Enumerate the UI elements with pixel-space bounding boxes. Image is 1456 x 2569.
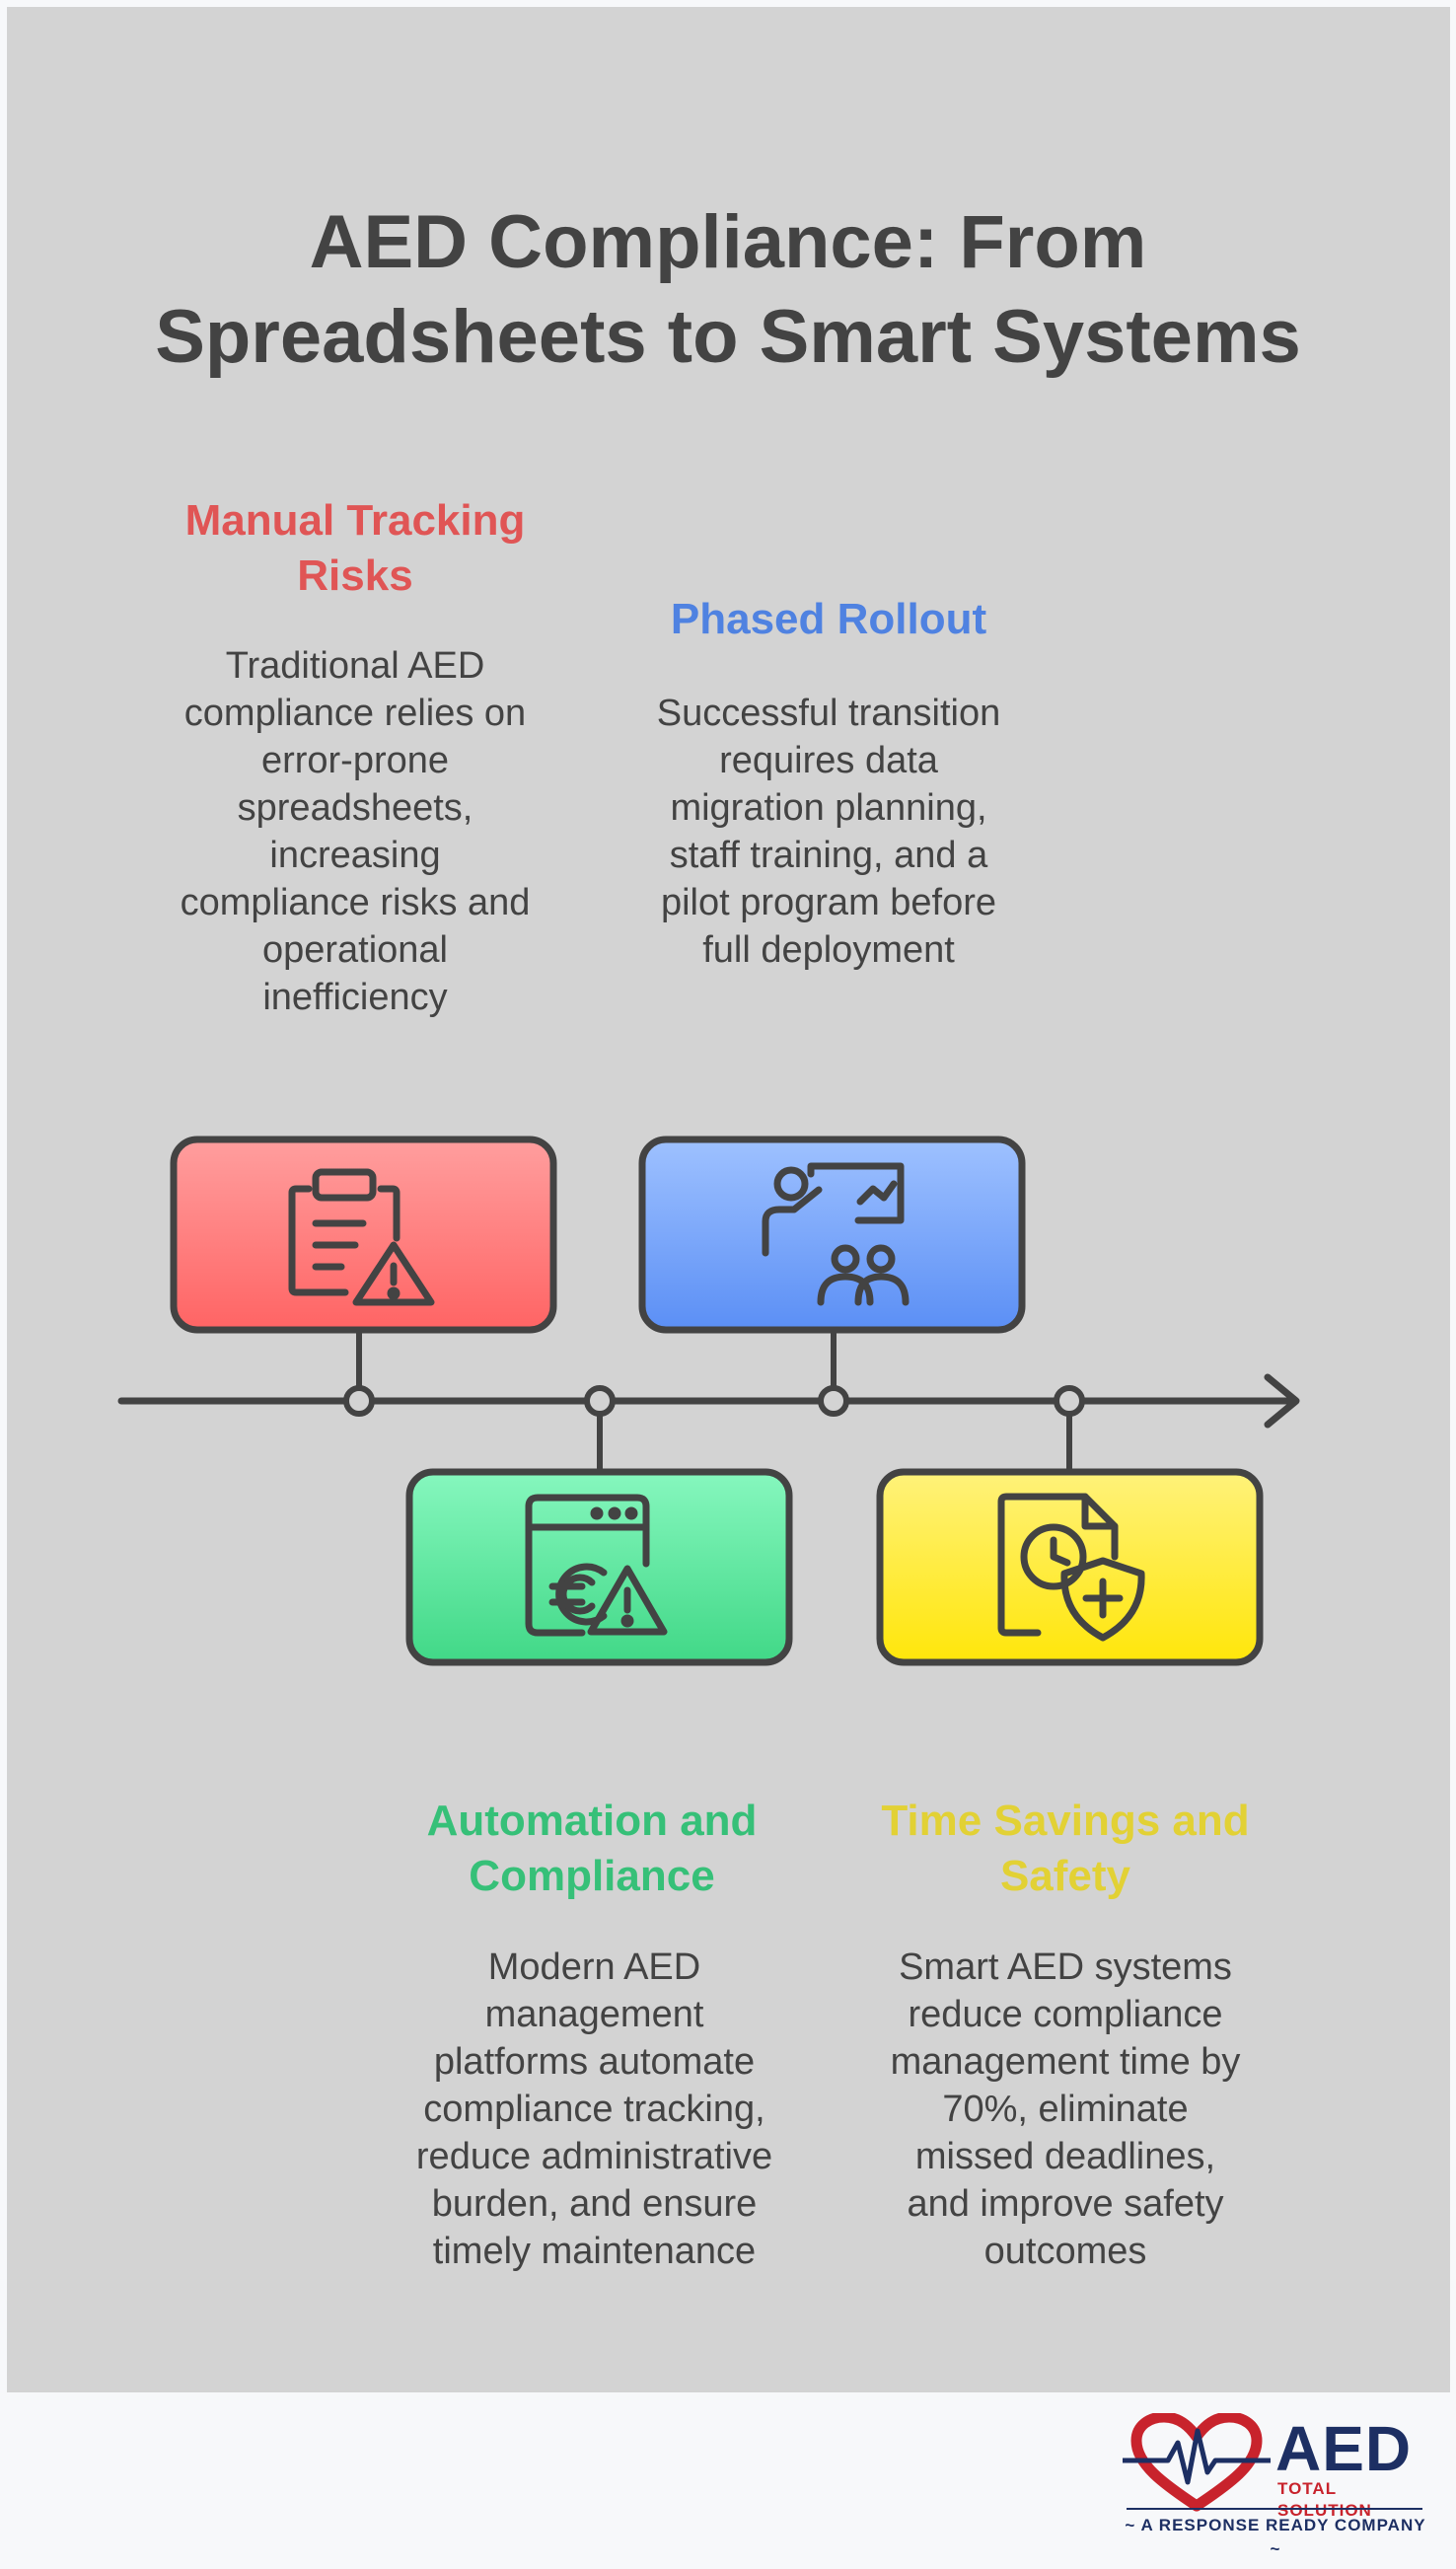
page-title: AED Compliance: From Spreadsheets to Sma… (155, 200, 1301, 379)
browser-euro-warning-icon (525, 1494, 668, 1637)
stage-4-marker (1054, 1385, 1085, 1417)
timeline-arrow-head (1264, 1373, 1300, 1429)
logo-subtitle: TOTAL SOLUTION (1277, 2479, 1372, 2520)
stage-2-title: Automation and Compliance (426, 1797, 758, 1900)
stage-3-title: Phased Rollout (670, 595, 987, 643)
presenter-audience-icon (762, 1162, 910, 1306)
stage-1-body: Traditional AED compliance relies on err… (180, 645, 531, 1018)
heart-pulse-icon (1123, 2413, 1271, 2512)
stage-3-body: Successful transition requires data migr… (656, 693, 1001, 971)
stage-3-marker (818, 1385, 849, 1417)
logo-tagline: ~ A RESPONSE READY COMPANY ~ (1125, 2516, 1426, 2558)
logo-wordmark: AED (1275, 2413, 1413, 2484)
clipboard-warning-icon (288, 1168, 435, 1306)
stage-4-icon-box (876, 1468, 1264, 1666)
stage-4-title: Time Savings and Safety (881, 1797, 1250, 1900)
company-logo: AED TOTAL SOLUTION ~ A RESPONSE READY CO… (1123, 2413, 1428, 2558)
stage-1-title: Manual Tracking Risks (184, 496, 526, 600)
document-clock-shield-icon (997, 1493, 1145, 1642)
stage-2-marker (584, 1385, 616, 1417)
stage-4-body: Smart AED systems reduce compliance mana… (890, 1946, 1241, 2272)
timeline-axis (117, 1373, 1300, 1429)
stage-2-body: Modern AED management platforms automate… (415, 1946, 773, 2272)
logo-divider (1127, 2508, 1422, 2510)
stage-1-marker (343, 1385, 375, 1417)
stage-1-icon-box (170, 1136, 557, 1334)
stage-3-icon-box (638, 1136, 1026, 1334)
